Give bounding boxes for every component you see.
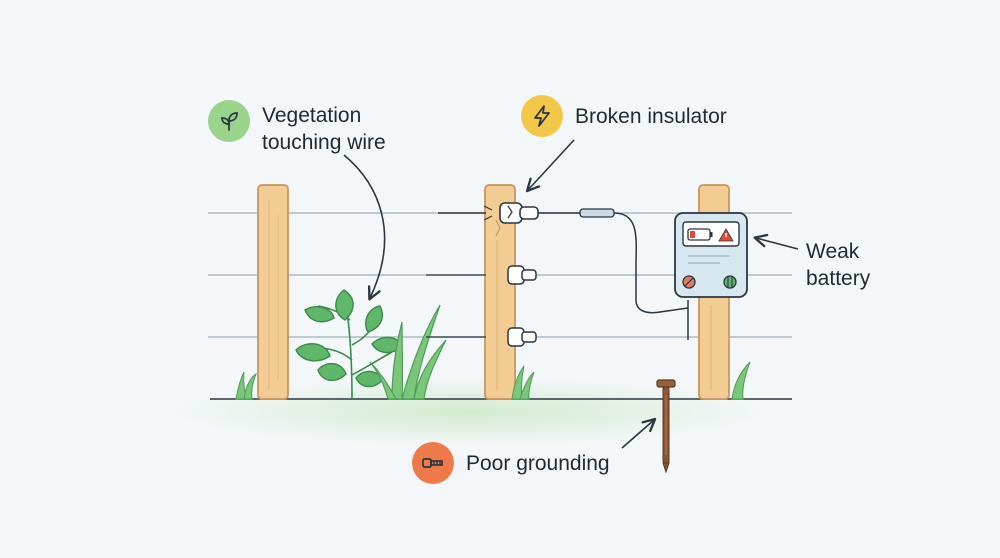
leaf: [317, 363, 347, 381]
grass-tuft-left: [235, 371, 258, 400]
grass-tuft-middle: [511, 365, 535, 400]
battery-arrow: [753, 233, 799, 250]
grounding-label: Poor grounding: [466, 452, 610, 475]
broken-insulator: [438, 202, 539, 224]
leaf: [335, 289, 354, 321]
fence-post-left: [257, 184, 289, 400]
energizer-knob-green: [723, 275, 737, 289]
energizer-lead-wire: [538, 208, 689, 340]
vegetation-arrow: [343, 154, 386, 301]
leaf: [364, 305, 384, 333]
insulator-middle: [426, 265, 537, 285]
fence-energizer: [674, 212, 748, 298]
ground-glow: [170, 378, 770, 446]
tall-grass: [369, 304, 447, 400]
leaf: [295, 343, 331, 362]
vegetation-label-line2: touching wire: [262, 131, 386, 154]
grounding-arrow: [621, 417, 657, 449]
insulator-label: Broken insulator: [575, 105, 727, 128]
vegetation-badge: [208, 100, 250, 142]
leaf: [304, 306, 335, 323]
grass-tuft-right: [731, 361, 751, 400]
fence-post-middle: [484, 184, 516, 400]
insulator-badge: [521, 95, 563, 137]
grounding-badge: [412, 442, 454, 484]
battery-label: Weak battery: [806, 238, 870, 292]
vegetation-label-line1: Vegetation: [262, 104, 362, 127]
battery-label-line2: battery: [806, 267, 871, 290]
insulator-bottom: [426, 327, 537, 347]
leaf-icon: [221, 112, 238, 131]
battery-label-line1: Weak: [806, 240, 860, 263]
bolt-screw-icon: [422, 458, 443, 468]
insulator-arrow: [525, 139, 575, 193]
ground-rod: [656, 379, 676, 474]
vegetation-label: Vegetation touching wire: [262, 102, 386, 156]
lightning-bolt-icon: [534, 105, 550, 127]
